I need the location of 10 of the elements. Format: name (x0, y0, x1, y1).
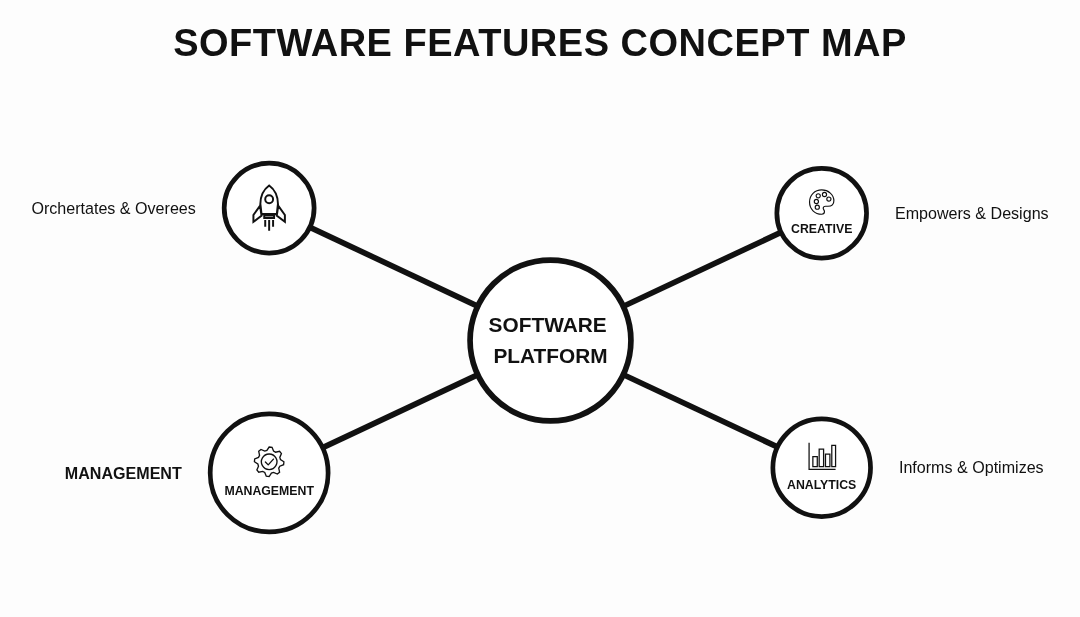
node-circle (221, 160, 317, 256)
node-circle: MANAGEMENT (207, 411, 331, 535)
diagram-title: SOFTWARE FEATURES CONCEPT MAP (173, 22, 907, 64)
side-label: MANAGEMENT (64, 463, 182, 482)
side-label: Empowers & Designs (894, 203, 1049, 222)
side-label: Orchertates & Overees (31, 198, 196, 217)
node-circle: SOFTWARE PLATFORM (467, 257, 634, 424)
node-circle: ANALYTICS (770, 416, 873, 519)
side-label: Informs & Optimizes (898, 458, 1044, 477)
node-circle: CREATIVE (774, 166, 869, 261)
